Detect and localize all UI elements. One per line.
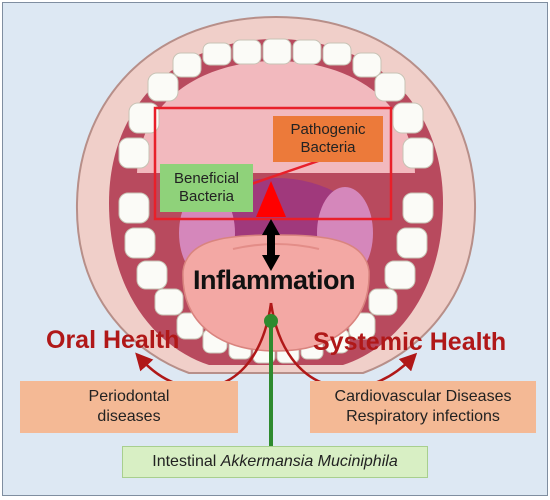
inflammation-label: Inflammation bbox=[192, 265, 356, 295]
akkermansia-box: Intestinal Akkermansia Muciniphila bbox=[122, 446, 428, 478]
oral-microbiome-frame bbox=[153, 106, 393, 221]
periodontal-line-2: diseases bbox=[97, 408, 161, 425]
pathogenic-bacteria-box: Pathogenic Bacteria bbox=[273, 116, 383, 162]
tongue bbox=[182, 234, 370, 352]
cardiovascular-diseases-text: Cardiovascular Diseases bbox=[334, 388, 512, 405]
upper-teeth bbox=[118, 38, 434, 169]
pathogenic-line-1: Pathogenic bbox=[290, 121, 366, 138]
pathogenic-line-2: Bacteria bbox=[300, 139, 356, 156]
periodontal-diseases-box: Periodontal diseases bbox=[20, 381, 238, 433]
respiratory-infections-text: Respiratory infections bbox=[346, 408, 500, 425]
periodontal-line-1: Periodontal bbox=[88, 388, 170, 405]
akkermansia-species-name: Akkermansia Muciniphila bbox=[220, 453, 398, 470]
systemic-diseases-box: Cardiovascular Diseases Respiratory infe… bbox=[310, 381, 536, 433]
inflammation-arrow bbox=[262, 219, 280, 271]
beneficial-bacteria-box: Beneficial Bacteria bbox=[160, 164, 253, 212]
beneficial-line-2: Bacteria bbox=[178, 188, 235, 205]
tongue-papillae bbox=[232, 243, 320, 250]
beneficial-line-1: Beneficial bbox=[173, 170, 240, 187]
akkermansia-prefix: Intestinal bbox=[152, 453, 221, 470]
systemic-health-label: Systemic Health bbox=[313, 328, 507, 356]
balance-fulcrum-triangle bbox=[256, 181, 286, 217]
oral-health-label: Oral Health bbox=[46, 326, 180, 354]
akkermansia-connector-dot bbox=[264, 314, 278, 328]
